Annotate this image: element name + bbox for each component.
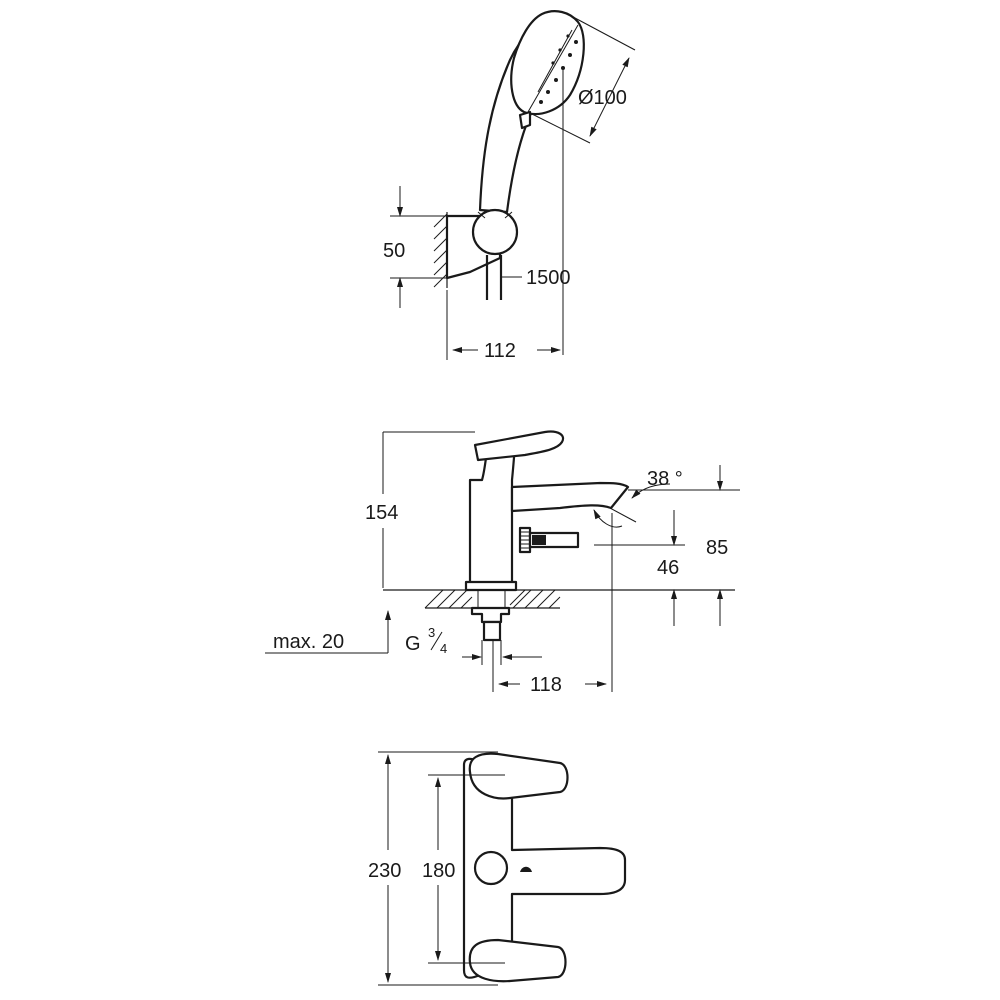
dim-depth: 112 [484, 340, 516, 362]
handshower-view: Ø100 1500 50 112 [383, 10, 636, 362]
dim-width: 230 [368, 860, 401, 882]
shank [470, 590, 511, 642]
dim-hose: 1500 [526, 267, 571, 289]
mixer-body [468, 443, 517, 585]
svg-text:3: 3 [428, 625, 435, 640]
thread-label: G 3 4 [405, 625, 447, 656]
dim-height: 154 [365, 502, 398, 524]
mixer-lever [473, 430, 565, 462]
spout [510, 481, 630, 513]
lever-top [468, 752, 569, 800]
dim-diameter: Ø100 [578, 87, 627, 109]
nozzles [539, 34, 578, 104]
dim-spout-height: 85 [706, 537, 728, 559]
swivel-joint [471, 208, 519, 256]
dim-thickness: max. 20 [273, 631, 344, 653]
svg-text:G: G [405, 633, 421, 655]
dim-angle: 38 ° [647, 468, 683, 490]
wall-hatch [433, 212, 448, 288]
dim-height: 50 [383, 240, 405, 262]
svg-text:4: 4 [440, 641, 447, 656]
dim-centers: 180 [422, 860, 455, 882]
top-view: 230 180 [368, 751, 627, 986]
handshower-head [510, 10, 585, 116]
diverter-knob [518, 526, 580, 554]
base-ring [464, 580, 518, 592]
dim-projection: 118 [530, 674, 562, 696]
dim-outlet-height: 46 [657, 557, 679, 579]
hose [485, 255, 503, 300]
countertop [383, 589, 735, 609]
side-view: 154 max. 20 G 3 4 118 38 ° 46 [265, 430, 740, 696]
lever-bottom [468, 938, 567, 983]
center-knob [473, 850, 509, 886]
mixer-top-body [462, 757, 627, 979]
